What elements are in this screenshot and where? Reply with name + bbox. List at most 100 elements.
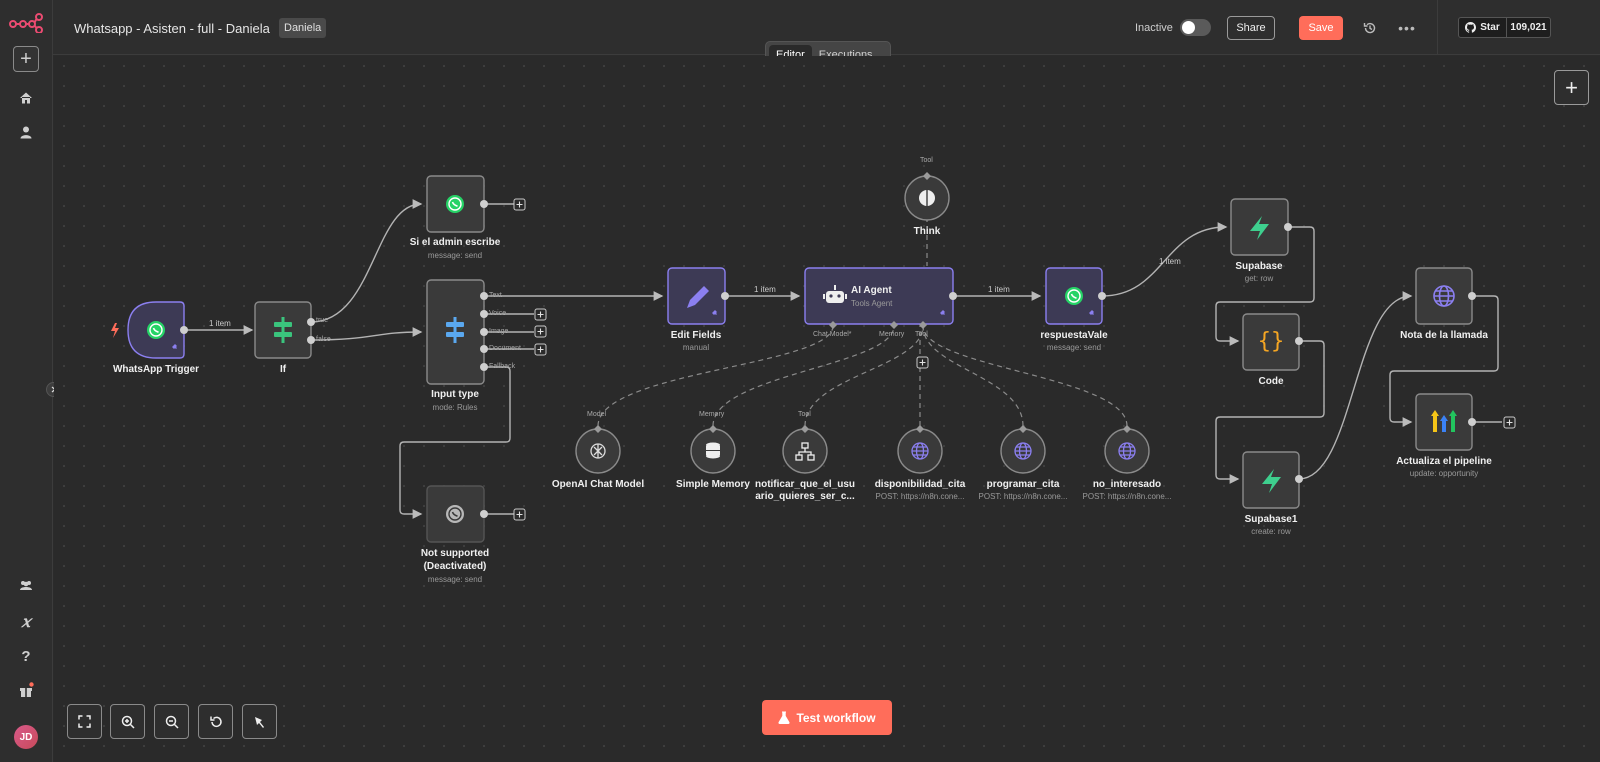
undo-icon (209, 716, 222, 727)
pin-icon (1089, 310, 1094, 315)
whatsapp-icon (147, 321, 165, 339)
node-subtitle: message: send (427, 575, 483, 584)
whatsapp-icon (446, 195, 464, 213)
edge-openai-agent (597, 325, 834, 427)
port-label: Fallback (489, 363, 516, 370)
workflow-canvas[interactable]: {} 1 item 1 item 1 item 1 item true fals… (54, 56, 1600, 762)
supabase-icon (1262, 469, 1281, 493)
pipeline-icon (1431, 410, 1457, 432)
node-subtitle: get: row (1244, 274, 1274, 283)
fit-view-button[interactable] (67, 704, 102, 739)
pencil-icon (687, 286, 709, 308)
edge-if-false-input (310, 327, 423, 341)
help-icon[interactable]: ? (21, 647, 31, 665)
robot-icon (823, 285, 847, 303)
variables-icon[interactable]: 𝑥 (21, 611, 31, 631)
edge-label: 1 item (754, 285, 776, 294)
pin-icon (172, 344, 177, 349)
node-subtitle: manual (682, 343, 710, 352)
node-label: Actualiza el pipeline (1396, 456, 1492, 467)
magic-wand-icon (254, 716, 264, 728)
node-subtitle: POST: https://n8n.cone... (875, 492, 965, 501)
reset-zoom-button[interactable] (198, 704, 233, 739)
edge-label: 1 item (1159, 257, 1181, 266)
history-icon[interactable] (1360, 18, 1380, 38)
switch-icon (446, 317, 464, 343)
globe-icon (1433, 285, 1455, 307)
port-label-memory: Memory (879, 331, 905, 338)
openai-icon (590, 443, 606, 459)
node-label: respuestaVale (1040, 330, 1108, 341)
node-subtitle: POST: https://n8n.cone... (978, 492, 1068, 501)
n8n-logo[interactable] (9, 13, 43, 34)
github-icon (1465, 22, 1477, 33)
active-toggle[interactable] (1180, 19, 1211, 36)
node-label: Nota de la llamada (1400, 330, 1488, 341)
edge-supabase-code (1215, 226, 1315, 346)
node-subtitle: message: send (427, 251, 483, 260)
more-options-icon[interactable]: ••• (1398, 20, 1416, 36)
github-star-count: 109,021 (1510, 22, 1547, 33)
port-label: Model (587, 411, 607, 418)
add-node-button[interactable]: + (1554, 70, 1589, 105)
port-label: Memory (699, 411, 725, 418)
node-label: WhatsApp Trigger (112, 364, 200, 375)
node-label: Si el admin escribe (409, 237, 501, 248)
edge-memory-agent (712, 325, 895, 427)
node-label: Think (913, 226, 941, 237)
node-label: disponibilidad_cita (874, 479, 966, 490)
add-icon[interactable]: + (13, 46, 39, 72)
edge-programar-agent (922, 325, 1024, 427)
port-label: true (316, 317, 329, 324)
edge-label: 1 item (209, 319, 231, 328)
workflow-title[interactable]: Whatsapp - Asisten - full - Daniela (74, 21, 270, 36)
whatsapp-icon (1065, 287, 1083, 305)
user-icon[interactable] (13, 119, 39, 145)
globe-icon (911, 442, 929, 460)
zoom-out-icon (165, 715, 179, 729)
home-icon[interactable] (13, 85, 39, 111)
port-label: Tool (920, 157, 933, 164)
zoom-in-icon (121, 715, 135, 729)
port-label: Image (489, 328, 509, 335)
edge-supabase1-nota (1298, 291, 1413, 480)
port-label: Tool (798, 411, 811, 418)
zoom-in-button[interactable] (110, 704, 145, 739)
node-label: programar_cita (986, 479, 1060, 490)
node-label: Simple Memory (676, 479, 750, 490)
port-label: Document (489, 345, 521, 352)
github-star-label: Star (1480, 22, 1500, 33)
gift-icon[interactable] (13, 677, 39, 703)
edge-resp-supabase (1101, 222, 1228, 297)
github-star-button[interactable]: Star 109,021 (1458, 17, 1551, 38)
share-button[interactable]: Share (1227, 16, 1275, 40)
save-button[interactable]: Save (1299, 16, 1343, 40)
test-workflow-button[interactable]: Test workflow (762, 700, 892, 735)
globe-icon (1014, 442, 1032, 460)
user-avatar[interactable]: JD (14, 725, 38, 749)
community-icon[interactable] (13, 572, 39, 598)
code-icon: {} (1258, 329, 1285, 354)
node-label: If (279, 364, 287, 375)
port-label: false (316, 336, 331, 343)
if-icon (274, 317, 292, 343)
edge-fallback-notsupported (399, 366, 511, 519)
node-subtitle: Tools Agent (851, 299, 893, 308)
edge-label: 1 item (988, 285, 1010, 294)
edge-notificar-agent (804, 325, 924, 427)
zoom-out-button[interactable] (154, 704, 189, 739)
port-label: Voice (489, 310, 507, 317)
node-subtitle: POST: https://n8n.cone... (1082, 492, 1172, 501)
tidy-up-button[interactable] (242, 704, 277, 739)
node-label: Code (1258, 376, 1284, 387)
status-label: Inactive (1135, 22, 1173, 34)
fullscreen-icon (78, 715, 91, 728)
database-icon (706, 442, 720, 459)
port-label: Text (489, 292, 502, 299)
workflow-graph: {} (111, 172, 1516, 543)
node-label: notificar_que_el_usu (754, 479, 856, 490)
workflow-tag[interactable]: Daniela (279, 18, 327, 38)
node-label: Not supported (420, 548, 490, 559)
whatsapp-icon (446, 505, 464, 523)
